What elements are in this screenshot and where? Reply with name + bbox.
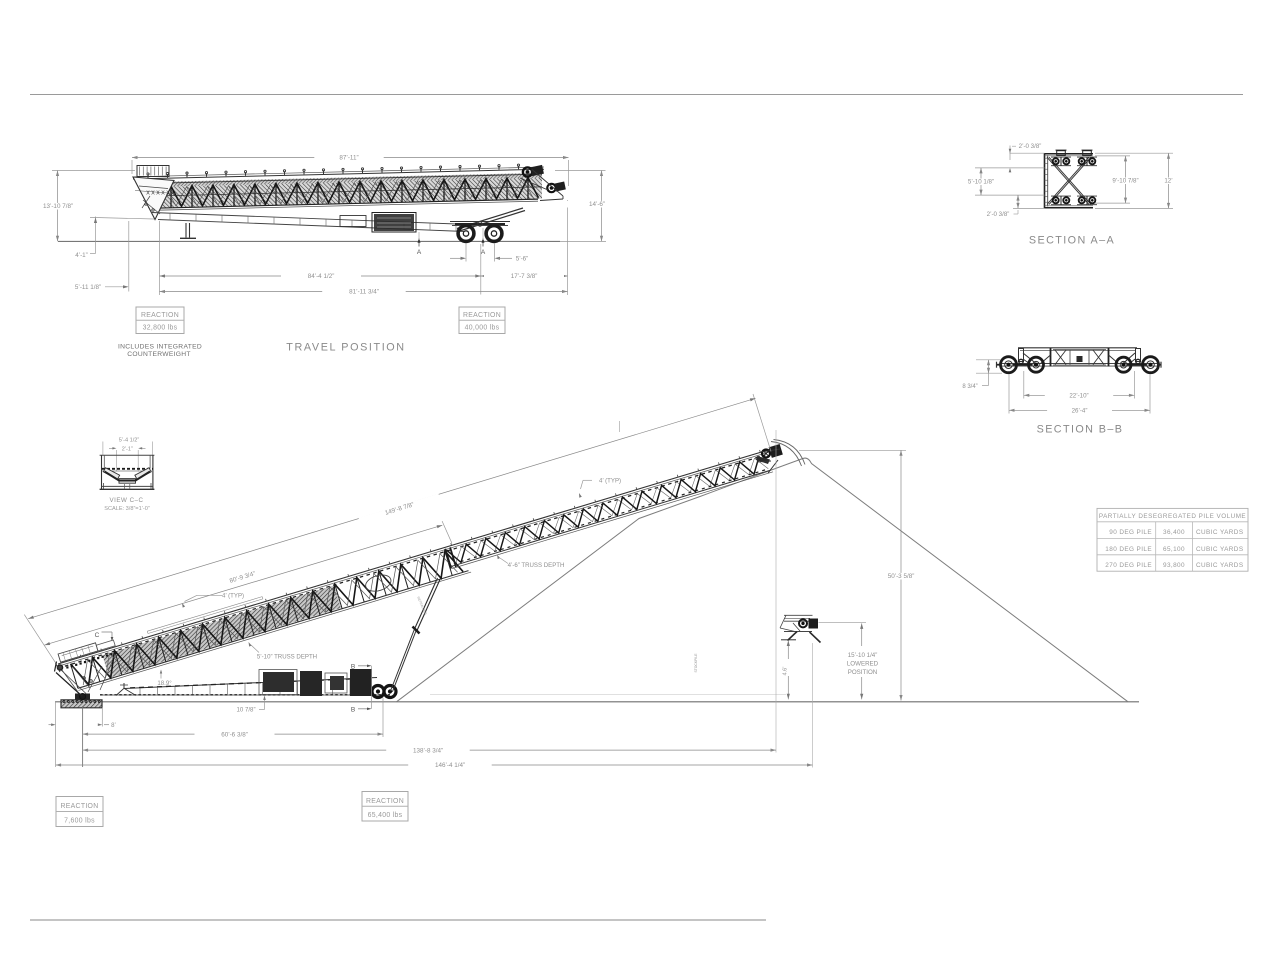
- svg-text:REACTION: REACTION: [463, 312, 501, 319]
- svg-text:90 DEG PILE: 90 DEG PILE: [1109, 529, 1152, 536]
- svg-text:2’-0 3/8”: 2’-0 3/8”: [1019, 143, 1042, 150]
- svg-text:5’-4 1/2”: 5’-4 1/2”: [119, 437, 140, 443]
- svg-text:87’-11”: 87’-11”: [339, 155, 358, 162]
- svg-text:146’-4 1/4”: 146’-4 1/4”: [435, 762, 465, 769]
- svg-text:270 DEG PILE: 270 DEG PILE: [1105, 562, 1152, 569]
- svg-text:40,000 lbs: 40,000 lbs: [465, 325, 500, 332]
- svg-text:8’: 8’: [111, 722, 116, 729]
- svg-text:5’-10 1/8”: 5’-10 1/8”: [968, 178, 994, 185]
- svg-text:CUBIC YARDS: CUBIC YARDS: [1196, 529, 1244, 536]
- svg-text:X: X: [151, 191, 155, 197]
- svg-text:SECTION A–A: SECTION A–A: [1029, 235, 1115, 247]
- svg-text:18.9°: 18.9°: [157, 680, 172, 687]
- svg-text:INCLUDES INTEGRATED: INCLUDES INTEGRATED: [118, 343, 202, 350]
- svg-text:POSITION: POSITION: [848, 669, 878, 676]
- svg-text:A: A: [417, 249, 422, 256]
- svg-text:138’-8 3/4”: 138’-8 3/4”: [413, 747, 443, 754]
- svg-text:RETRACTED: RETRACTED: [416, 596, 428, 616]
- svg-text:15’-10 1/4”: 15’-10 1/4”: [848, 652, 878, 659]
- svg-text:13’-10 7/8”: 13’-10 7/8”: [43, 203, 73, 210]
- svg-text:2’-1”: 2’-1”: [122, 446, 133, 452]
- svg-text:36,400: 36,400: [1163, 529, 1185, 536]
- svg-text:STOCKPILE: STOCKPILE: [694, 653, 698, 673]
- svg-text:C: C: [95, 632, 100, 639]
- svg-text:5’-6”: 5’-6”: [516, 256, 529, 263]
- svg-text:4’ (TYP): 4’ (TYP): [599, 477, 621, 484]
- svg-text:X: X: [161, 191, 165, 197]
- svg-text:14’-6”: 14’-6”: [589, 201, 605, 208]
- svg-text:REACTION: REACTION: [366, 798, 404, 805]
- svg-text:4’ (TYP): 4’ (TYP): [222, 592, 244, 599]
- svg-text:10 7/8”: 10 7/8”: [237, 707, 256, 714]
- svg-text:8 3/4”: 8 3/4”: [962, 384, 977, 390]
- svg-text:REACTION: REACTION: [141, 312, 179, 319]
- svg-text:X: X: [156, 191, 160, 197]
- svg-text:81’-11 3/4”: 81’-11 3/4”: [349, 289, 379, 296]
- svg-text:26’-4”: 26’-4”: [1072, 408, 1088, 415]
- svg-text:4.6’: 4.6’: [783, 666, 789, 675]
- svg-text:A: A: [481, 249, 486, 256]
- svg-text:5’-10” TRUSS DEPTH: 5’-10” TRUSS DEPTH: [257, 653, 317, 660]
- svg-text:7,600 lbs: 7,600 lbs: [64, 818, 95, 825]
- svg-text:TRAVEL POSITION: TRAVEL POSITION: [286, 342, 405, 354]
- svg-text:VIEW C–C: VIEW C–C: [110, 497, 144, 504]
- svg-text:22’-10”: 22’-10”: [1069, 393, 1088, 400]
- svg-text:PARTIALLY DESEGREGATED PILE: PARTIALLY DESEGREGATED PILE VOLUME: [1099, 513, 1246, 520]
- svg-text:180 DEG PILE: 180 DEG PILE: [1105, 546, 1152, 553]
- svg-text:B: B: [351, 707, 355, 714]
- svg-text:4’-6” TRUSS DEPTH: 4’-6” TRUSS DEPTH: [508, 562, 565, 569]
- svg-text:50’-3 5/8”: 50’-3 5/8”: [888, 573, 915, 580]
- svg-text:5’-11 1/8”: 5’-11 1/8”: [75, 284, 101, 291]
- svg-text:B: B: [351, 664, 355, 671]
- svg-text:2’-0 3/8”: 2’-0 3/8”: [987, 211, 1010, 218]
- svg-text:X: X: [166, 191, 170, 197]
- svg-text:32,800 lbs: 32,800 lbs: [143, 325, 178, 332]
- svg-text:X: X: [146, 191, 150, 197]
- svg-text:17’-7 3/8”: 17’-7 3/8”: [511, 273, 538, 280]
- svg-text:65,100: 65,100: [1163, 546, 1185, 553]
- svg-text:4’-1”: 4’-1”: [75, 252, 88, 259]
- svg-text:COUNTERWEIGHT: COUNTERWEIGHT: [127, 351, 191, 358]
- svg-text:9’-10 7/8”: 9’-10 7/8”: [1112, 177, 1138, 184]
- svg-text:149’-8 7/8”: 149’-8 7/8”: [384, 501, 415, 516]
- svg-text:93,800: 93,800: [1163, 562, 1185, 569]
- svg-text:CUBIC YARDS: CUBIC YARDS: [1196, 562, 1244, 569]
- svg-text:SCALE: 3/8”=1’-0”: SCALE: 3/8”=1’-0”: [104, 506, 150, 512]
- svg-text:REACTION: REACTION: [60, 803, 98, 810]
- svg-text:SECTION B–B: SECTION B–B: [1037, 424, 1124, 436]
- svg-text:LOWERED: LOWERED: [847, 661, 879, 668]
- svg-text:CUBIC YARDS: CUBIC YARDS: [1196, 546, 1244, 553]
- svg-text:65,400 lbs: 65,400 lbs: [368, 812, 403, 819]
- svg-text:60’-6 3/8”: 60’-6 3/8”: [221, 731, 248, 738]
- svg-text:84’-4 1/2”: 84’-4 1/2”: [308, 273, 335, 280]
- svg-text:12’: 12’: [1164, 177, 1172, 184]
